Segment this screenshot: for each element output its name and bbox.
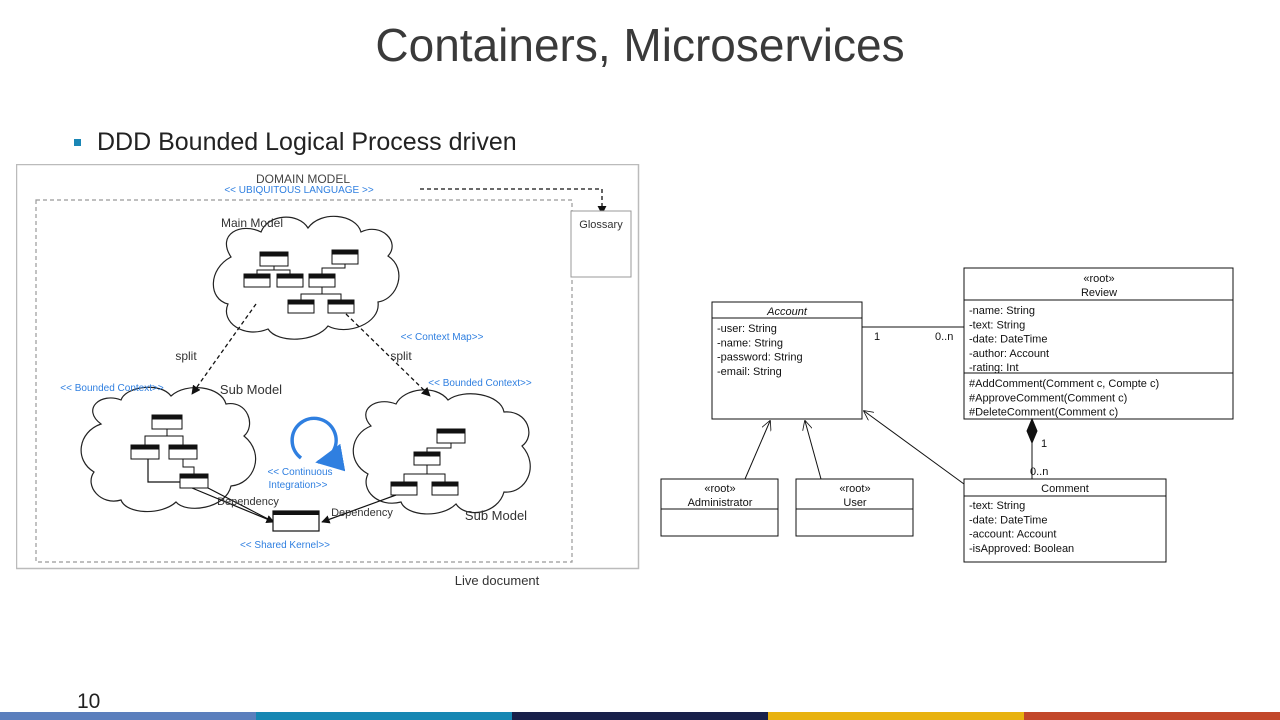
composition-diamond-icon xyxy=(1026,417,1038,445)
right-submodel-classes xyxy=(390,428,466,496)
comment-attribute-3: -account: Account xyxy=(969,529,1056,541)
split-arrow-right xyxy=(345,313,431,397)
comment-attribute-2: -date: DateTime xyxy=(969,514,1047,526)
administrator-class-name: Administrator xyxy=(688,497,753,509)
account-attribute-1: -user: String xyxy=(717,323,777,335)
admin-account-generalization xyxy=(744,421,770,480)
ci-label-line2: Integration>> xyxy=(269,480,328,491)
dependency-arrow-left xyxy=(147,459,271,521)
left-submodel-classes xyxy=(130,414,209,489)
glossary-box xyxy=(570,210,632,278)
domain-model-title: DOMAIN MODEL xyxy=(256,172,350,186)
review-attribute-1: -name: String xyxy=(969,305,1035,317)
review-attribute-5: -rating: Int xyxy=(969,362,1019,374)
administrator-class-box xyxy=(660,478,779,537)
account-attribute-3: -password: String xyxy=(717,352,803,364)
user-class-name: User xyxy=(843,497,867,509)
account-attributes: -user: String -name: String -password: Str… xyxy=(717,323,803,378)
account-attribute-2: -name: String xyxy=(717,337,783,349)
user-stereotype: «root» xyxy=(839,483,870,495)
mult-review-comment-1: 1 xyxy=(1041,438,1047,450)
review-class-box xyxy=(963,267,1234,420)
review-stereotype: «root» xyxy=(1083,273,1114,285)
context-map-label: << Context Map>> xyxy=(401,332,484,343)
user-class-box xyxy=(795,478,914,537)
review-attribute-4: -author: Account xyxy=(969,348,1049,360)
dependency-arrow-right xyxy=(321,494,397,524)
uml-class-diagram: Account -user: String -name: String -passw… xyxy=(660,267,1234,563)
left-submodel-cloud xyxy=(80,386,257,513)
main-model-classes xyxy=(243,249,359,314)
review-attributes: -name: String -text: String -date: DateTim… xyxy=(969,305,1049,374)
page-number: 10 xyxy=(77,690,101,713)
sub-model-left-label: Sub Model xyxy=(220,382,282,397)
bullet-marker-icon xyxy=(74,139,81,146)
footer-segment-1 xyxy=(0,712,256,720)
mult-account-review-n: 0..n xyxy=(935,331,953,343)
mult-account-review-1: 1 xyxy=(874,331,880,343)
comment-attributes: -text: String -date: DateTime -account: Ac… xyxy=(969,500,1074,555)
domain-dashed-box xyxy=(35,199,573,563)
continuous-integration-icon xyxy=(290,416,346,472)
account-attribute-4: -email: String xyxy=(717,366,782,378)
ubiquitous-arrow xyxy=(420,188,607,215)
review-methods: #AddComment(Comment c, Compte c) #Approve… xyxy=(969,378,1159,419)
bullet-text: DDD Bounded Logical Process driven xyxy=(97,128,517,156)
bounded-context-right-label: << Bounded Context>> xyxy=(428,378,532,389)
split-label-right: split xyxy=(390,349,412,363)
bounded-context-left-label: << Bounded Context>> xyxy=(60,383,164,394)
ubiquitous-language-label: << UBIQUITOUS LANGUAGE >> xyxy=(224,185,373,196)
comment-attribute-4: -isApproved: Boolean xyxy=(969,543,1074,555)
split-arrow-left xyxy=(191,303,257,395)
account-class-box xyxy=(711,301,863,420)
domain-model-diagram: DOMAIN MODEL << UBIQUITOUS LANGUAGE >> G… xyxy=(16,164,640,588)
comment-class-name: Comment xyxy=(1041,483,1089,495)
comment-attribute-1: -text: String xyxy=(969,500,1025,512)
footer-segment-2 xyxy=(256,712,512,720)
glossary-label: Glossary xyxy=(579,219,623,231)
main-model-label: Main Model xyxy=(221,216,283,230)
split-label-left: split xyxy=(175,349,197,363)
review-method-3: #DeleteComment(Comment c) xyxy=(969,407,1118,419)
review-class-name: Review xyxy=(1081,287,1117,299)
review-attribute-2: -text: String xyxy=(969,319,1025,331)
administrator-stereotype: «root» xyxy=(704,483,735,495)
user-account-generalization xyxy=(805,421,822,480)
footer-segment-5 xyxy=(1024,712,1280,720)
comment-class-box xyxy=(963,478,1167,563)
dependency-left-label: Dependency xyxy=(217,496,279,508)
dependency-right-label: Dependency xyxy=(331,507,393,519)
shared-kernel-label: << Shared Kernel>> xyxy=(240,540,330,551)
footer-color-bar xyxy=(0,712,1280,720)
footer-segment-4 xyxy=(768,712,1024,720)
sub-model-right-label: Sub Model xyxy=(465,508,527,523)
bullet-item: DDD Bounded Logical Process driven xyxy=(74,128,517,157)
review-method-1: #AddComment(Comment c, Compte c) xyxy=(969,378,1159,390)
shared-kernel-box-header xyxy=(273,511,319,515)
slide-title: Containers, Microservices xyxy=(375,19,905,71)
comment-account-generalization xyxy=(864,411,965,485)
live-document-label: Live document xyxy=(455,573,540,588)
footer-segment-3 xyxy=(512,712,768,720)
dependency-arrow-left-head xyxy=(191,487,275,523)
account-class-name: Account xyxy=(766,306,808,318)
mult-review-comment-n: 0..n xyxy=(1030,466,1048,478)
review-method-2: #ApproveComment(Comment c) xyxy=(969,392,1127,404)
ci-label-line1: << Continuous xyxy=(267,467,332,478)
review-attribute-3: -date: DateTime xyxy=(969,334,1047,346)
